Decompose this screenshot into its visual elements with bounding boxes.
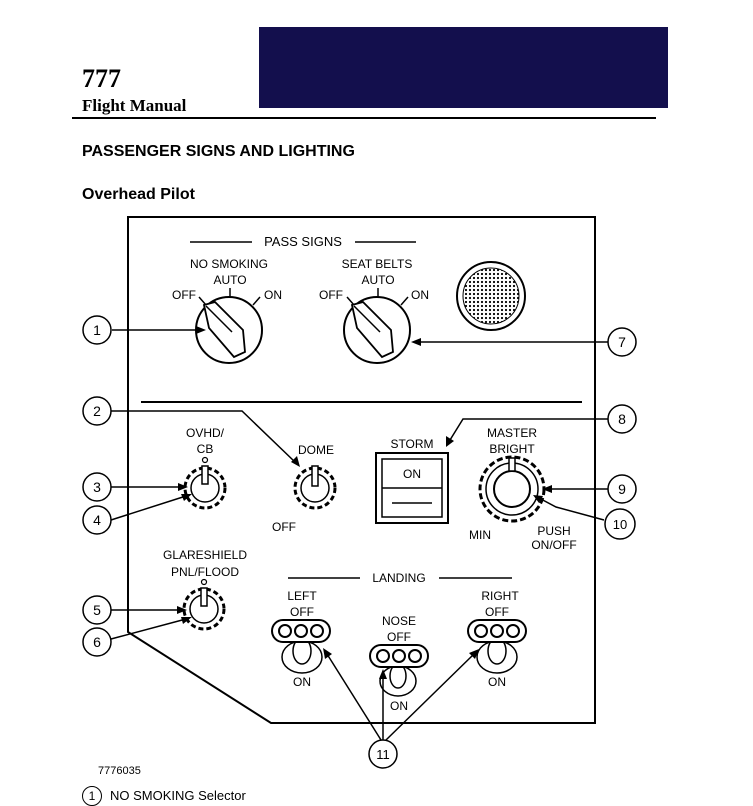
storm-switch[interactable]: STORM ON [375, 437, 449, 524]
landing-nose-off-label: OFF [387, 630, 411, 644]
landing-right-on-label: ON [488, 675, 506, 689]
seat-belts-off-label: OFF [319, 288, 343, 302]
seat-belts-label: SEAT BELTS [342, 257, 413, 271]
no-smoking-pointer [202, 300, 246, 359]
seat-belts-selector[interactable]: SEAT BELTS AUTO OFF ON [319, 257, 429, 364]
svg-text:6: 6 [93, 634, 101, 650]
ovhd-cb-control[interactable]: OVHD/ CB [183, 426, 227, 510]
glareshield-label-2: PNL/FLOOD [171, 565, 239, 579]
ovhd-cb-label-1: OVHD/ [186, 426, 225, 440]
glareshield-control[interactable]: GLARESHIELD PNL/FLOOD [163, 548, 247, 631]
landing-right-switch[interactable]: RIGHT OFF ON [467, 589, 527, 689]
landing-nose-label: NOSE [382, 614, 416, 628]
storm-on-label: ON [403, 467, 421, 481]
panel-outline [127, 216, 596, 724]
svg-text:10: 10 [613, 517, 627, 532]
svg-text:5: 5 [93, 602, 101, 618]
callout-10: 10 [604, 508, 636, 540]
no-smoking-on-label: ON [264, 288, 282, 302]
callout-3: 3 [82, 472, 112, 502]
master-bright-control[interactable]: MASTER BRIGHT MIN PUSH ON/OFF [469, 426, 577, 552]
landing-right-label: RIGHT [481, 589, 519, 603]
seat-belts-pointer [350, 300, 394, 359]
dome-label: DOME [298, 443, 334, 457]
ovhd-cb-label-2: CB [197, 442, 214, 456]
callout-11: 11 [368, 739, 398, 769]
callout-1: 1 [82, 315, 112, 345]
dome-control[interactable]: DOME OFF [272, 443, 337, 534]
landing-title: LANDING [372, 571, 425, 585]
header-band [259, 27, 668, 108]
callout-5: 5 [82, 595, 112, 625]
callout-8: 8 [607, 404, 637, 434]
svg-text:11: 11 [376, 747, 390, 762]
master-bright-push-label: PUSH [537, 524, 570, 538]
speaker-grille [456, 261, 526, 331]
landing-right-off-label: OFF [485, 605, 509, 619]
master-bright-onoff-label: ON/OFF [531, 538, 576, 552]
svg-text:8: 8 [618, 411, 626, 427]
footer-callout-number: 1 [82, 786, 102, 806]
glareshield-label-1: GLARESHIELD [163, 548, 247, 562]
callout-7: 7 [607, 327, 637, 357]
figure-id: 7776035 [98, 765, 141, 777]
svg-text:9: 9 [618, 481, 626, 497]
callout-4: 4 [82, 505, 112, 535]
leader-lines [110, 326, 608, 741]
footer-item: 1 NO SMOKING Selector [82, 786, 246, 806]
pass-signs-title: PASS SIGNS [264, 234, 342, 249]
no-smoking-auto-label: AUTO [213, 273, 246, 287]
dome-off-label: OFF [272, 520, 296, 534]
manual-model: 777 [82, 64, 121, 93]
seat-belts-on-label: ON [411, 288, 429, 302]
seat-belts-auto-label: AUTO [361, 273, 394, 287]
no-smoking-off-label: OFF [172, 288, 196, 302]
section-title: PASSENGER SIGNS AND LIGHTING [82, 143, 355, 160]
landing-left-switch[interactable]: LEFT OFF ON [271, 589, 331, 689]
svg-text:2: 2 [93, 403, 101, 419]
callout-2: 2 [82, 396, 112, 426]
landing-left-off-label: OFF [290, 605, 314, 619]
subsection-title: Overhead Pilot [82, 186, 195, 203]
master-bright-min-label: MIN [469, 528, 491, 542]
manual-title: Flight Manual [82, 96, 187, 115]
svg-text:4: 4 [93, 512, 101, 528]
landing-left-label: LEFT [287, 589, 317, 603]
callout-6: 6 [82, 627, 112, 657]
landing-nose-switch[interactable]: NOSE OFF ON [369, 614, 429, 713]
master-bright-label-2: BRIGHT [489, 442, 535, 456]
svg-text:3: 3 [93, 479, 101, 495]
footer-item-text: NO SMOKING Selector [110, 788, 246, 803]
landing-nose-on-label: ON [390, 699, 408, 713]
header-rule [72, 117, 656, 119]
no-smoking-label: NO SMOKING [190, 257, 268, 271]
storm-label: STORM [390, 437, 433, 451]
svg-text:7: 7 [618, 334, 626, 350]
master-bright-label-1: MASTER [487, 426, 537, 440]
no-smoking-selector[interactable]: NO SMOKING AUTO OFF ON [172, 257, 282, 364]
landing-left-on-label: ON [293, 675, 311, 689]
callout-9: 9 [607, 474, 637, 504]
svg-text:1: 1 [93, 322, 101, 338]
